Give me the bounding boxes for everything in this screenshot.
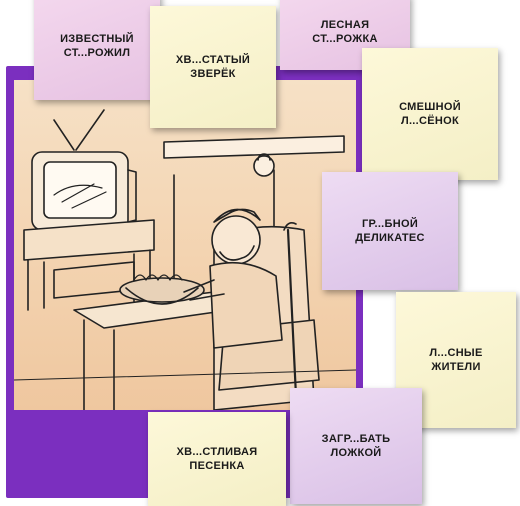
tv-stand (23, 219, 155, 261)
old-man-head (211, 215, 261, 265)
card-text: ЛЕСНАЯ СТ...РОЖКА (312, 19, 378, 45)
cartoon-drawing (14, 109, 356, 410)
card-text: ГР...БНОЙ ДЕЛИКАТЕС (355, 218, 425, 244)
padlock (253, 155, 275, 177)
card-text: СМЕШНОЙ Л...СЁНОК (399, 101, 461, 127)
bowl (119, 277, 205, 303)
card-zagrebat-lozhkoy[interactable]: ЗАГР...БАТЬ ЛОЖКОЙ (290, 388, 422, 504)
card-smeshnoy-lisenok[interactable]: СМЕШНОЙ Л...СЁНОК (362, 48, 498, 180)
card-text: Л...СНЫЕ ЖИТЕЛИ (429, 347, 483, 373)
card-lesnaya-storozhka[interactable]: ЛЕСНАЯ СТ...РОЖКА (280, 0, 410, 70)
card-text: ЗАГР...БАТЬ ЛОЖКОЙ (321, 433, 391, 459)
door-bar (163, 135, 345, 159)
card-gribnoy-delikates[interactable]: ГР...БНОЙ ДЕЛИКАТЕС (322, 172, 458, 290)
cartoon-illustration (14, 80, 356, 410)
card-text: ИЗВЕСТНЫЙ СТ...РОЖИЛ (60, 33, 134, 59)
tv-screen (43, 161, 117, 219)
card-izvestny-starozhil[interactable]: ИЗВЕСТНЫЙ СТ...РОЖИЛ (34, 0, 160, 100)
old-man-body (209, 261, 283, 349)
card-khvastaty-zverek[interactable]: ХВ...СТАТЫЙ ЗВЕРЁК (150, 6, 276, 128)
cane (286, 228, 298, 398)
card-text: ХВ...СТАТЫЙ ЗВЕРЁК (175, 54, 251, 80)
card-khvastlivaya-pesenka[interactable]: ХВ...СТЛИВАЯ ПЕСЕНКА (148, 412, 286, 506)
tv-antenna (53, 109, 105, 151)
card-text: ХВ...СТЛИВАЯ ПЕСЕНКА (176, 446, 258, 472)
